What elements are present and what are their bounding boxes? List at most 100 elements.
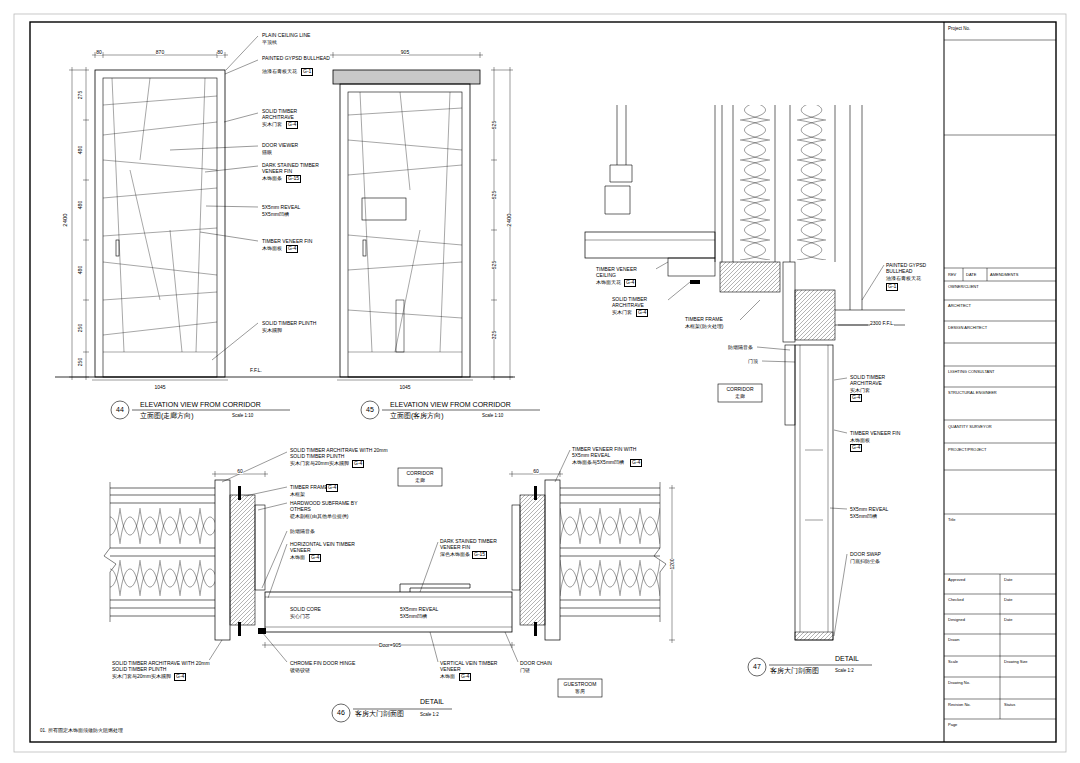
door-elevation [116, 240, 119, 256]
annotation-text: PROJECT/PROJECT [948, 448, 986, 453]
annotation-text: Door=905 [379, 642, 401, 648]
sheet-frame [14, 14, 1066, 752]
dimension-text: 2400 [62, 213, 69, 226]
annotation-text: VERTICAL VEIN TIMBER VENEER [440, 660, 510, 672]
dimension-line [212, 471, 563, 477]
annotation-text: REV [948, 273, 956, 278]
annotation-text: CORRIDOR [406, 470, 433, 476]
door-elevation [396, 300, 404, 352]
door-plan-section [545, 480, 560, 640]
label-frame [558, 679, 602, 697]
dimension-text: 525 [491, 191, 497, 199]
material-tag: G-4 [459, 673, 471, 681]
annotation-text: 油漆石膏板天花 [886, 275, 921, 281]
door-plan-section [560, 558, 660, 598]
door-head-section [795, 290, 835, 340]
title-block-grid [944, 443, 1056, 444]
annotation-text: 870 [156, 49, 164, 55]
annotation-text: 实木门套 [262, 121, 282, 127]
material-tag: G-4 [286, 245, 298, 253]
annotation-text: DETAIL [420, 698, 444, 706]
annotation-text: Scale 1:10 [482, 413, 503, 418]
title-block-grid [944, 343, 1056, 344]
door-plan-section [520, 495, 545, 625]
annotation-text: TIMBER FRAME [685, 316, 723, 322]
label-frame [398, 468, 602, 697]
annotation-text: 硬木副框(由其他单位提供) [290, 513, 348, 519]
annotation-text: OWNER/CLIENT [948, 285, 979, 290]
annotation-text: SOLID TIMBER ARCHITRAVE WITH 20mm SOLID … [112, 660, 212, 672]
title-block-grid [944, 135, 1056, 136]
material-tag: G-4 [174, 673, 186, 681]
annotation-text: 5X5mm REVEAL [850, 506, 888, 512]
door-head-section [795, 345, 833, 640]
door-elevation [362, 198, 406, 220]
dimension-text: 525 [491, 121, 497, 129]
annotation-text: ELEVATION VIEW FROM CORRIDOR [140, 401, 261, 409]
dimension-line [491, 67, 513, 380]
annotation-text: 905 [401, 49, 409, 55]
annotation-text: LIGHTING CONSULTANT [948, 370, 995, 375]
annotation-text: 5X5mm REVEAL [400, 606, 438, 612]
annotation-text: 木饰面板 [850, 437, 870, 443]
annotation-text: DATE [966, 273, 976, 278]
dimension-text: 525 [491, 261, 497, 269]
material-tag: G-15 [286, 175, 301, 183]
door-plan-section [512, 505, 520, 590]
annotation-text: DOOR VIEWER [262, 142, 298, 148]
annotation-text: DETAIL [835, 655, 859, 663]
title-block-grid [987, 268, 988, 281]
annotation-text: 2300 F.F.L. [870, 320, 894, 326]
annotation-text: 木框架(防火处理) [685, 323, 723, 329]
material-tag: G-4 [352, 460, 364, 468]
floor-line [55, 377, 515, 378]
annotation-text: 门链 [520, 667, 530, 673]
annotation-text: 木饰面条 [262, 175, 282, 181]
view-title-mark [361, 401, 379, 419]
door-plan-section [258, 628, 266, 634]
annotation-text: TIMBER VENEER FIN [850, 430, 900, 436]
door-head-section [718, 384, 762, 402]
dimension-text: 480 [77, 201, 83, 209]
annotation-text: F.F.L. [250, 367, 262, 373]
annotation-text: SOLID CORE [290, 606, 321, 612]
annotation-text: 客房大门剖面图 [355, 710, 404, 718]
annotation-text: Scale 1:2 [835, 668, 854, 673]
annotation-text: DOOR SWAP [850, 551, 881, 557]
leader-line [208, 450, 570, 662]
door-elevation [363, 240, 366, 256]
view-title-mark [332, 704, 350, 722]
door-head-section [715, 105, 835, 262]
door-plan-section [110, 558, 215, 598]
annotation-text: 5X5mm凹槽 [262, 211, 289, 217]
annotation-text: Page [948, 723, 957, 728]
annotation-text: 47 [753, 663, 761, 671]
door-plan-section [265, 592, 512, 632]
label-frame [398, 468, 442, 486]
title-block-grid [944, 366, 1056, 367]
annotation-text: Scale 1:2 [420, 712, 439, 717]
annotation-text: DOOR CHAIN [520, 660, 552, 666]
title-block-grid [944, 40, 1056, 41]
material-tag: G-1 [301, 68, 313, 76]
annotation-text: ARCHITECT [948, 304, 971, 309]
door-head-section [720, 262, 780, 292]
door-elevation [95, 70, 225, 377]
door-head-section [838, 325, 868, 326]
floor-line [55, 377, 515, 378]
annotation-text: HARDWOOD SUBFRAME BY OTHERS [290, 500, 360, 512]
annotation-text: 5X5mm凹槽 [850, 513, 877, 519]
annotation-text: SOLID TIMBER PLINTH [262, 320, 316, 326]
annotation-text: SOLID TIMBER ARCHITRAVE [262, 108, 330, 120]
annotation-text: Designed [948, 618, 965, 623]
dimension-line [92, 380, 473, 381]
leader-line [654, 262, 884, 636]
annotation-text: Title [948, 518, 955, 523]
door-plan-section [230, 495, 255, 625]
annotation-text: 深色木饰面条 [440, 551, 470, 557]
material-tag: G-15 [472, 551, 487, 559]
annotation-text: QUANTITY SURVEYOR [948, 425, 992, 430]
door-elevation [333, 70, 480, 377]
door-head-section [585, 232, 715, 258]
